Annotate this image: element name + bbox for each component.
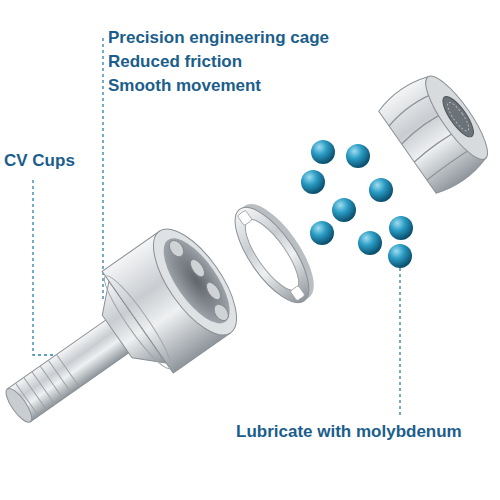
callout-label: Smooth movement (108, 76, 261, 96)
callout-label: Precision engineering cage (108, 28, 329, 48)
cage (222, 193, 327, 313)
callout-label: Reduced friction (108, 52, 242, 72)
callout-label: Lubricate with molybdenum (236, 422, 462, 442)
balls (301, 140, 413, 268)
inner-race (376, 65, 500, 198)
cv-cup (0, 216, 252, 460)
callout-label: CV Cups (4, 151, 75, 171)
